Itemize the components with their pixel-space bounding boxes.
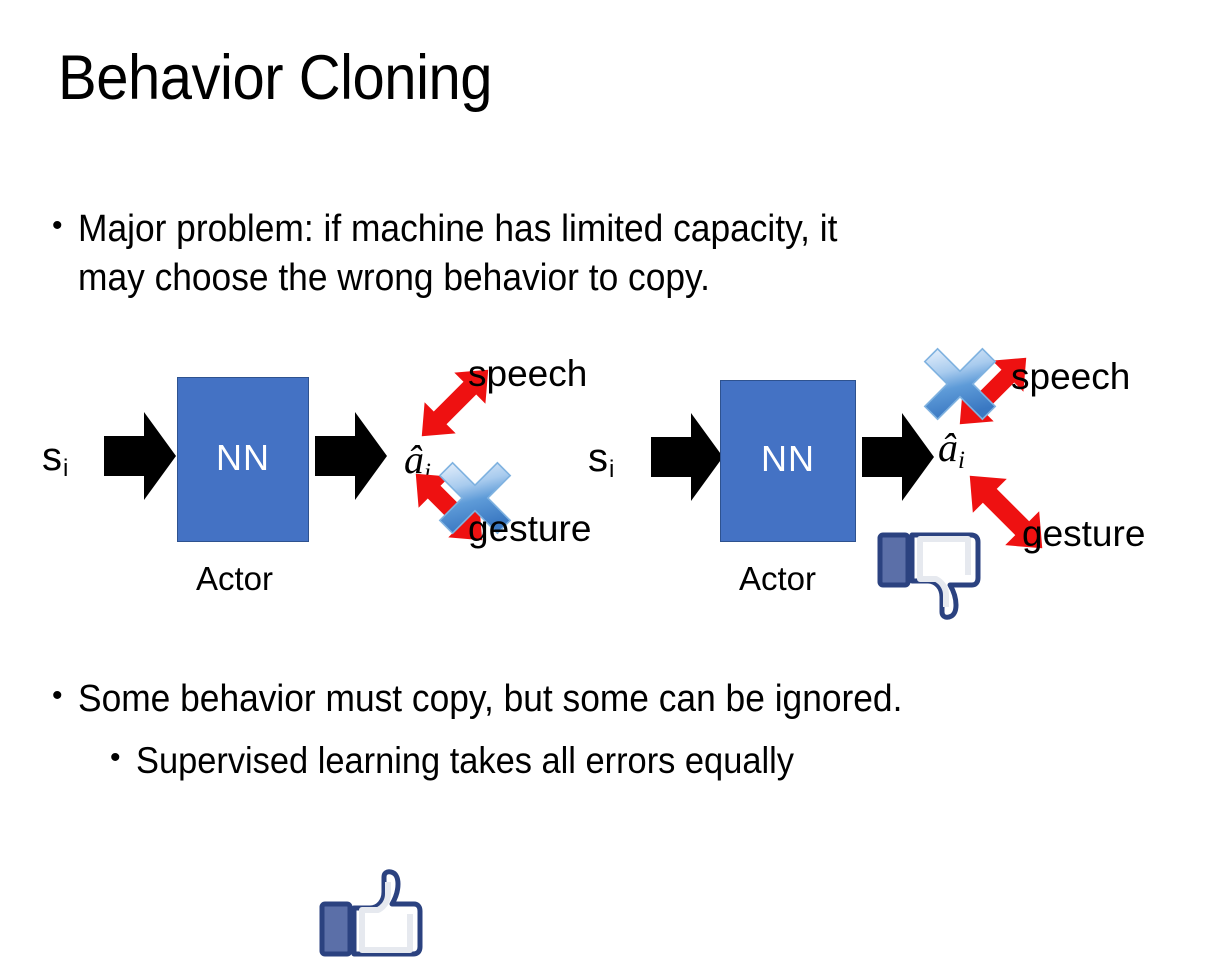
- output-label-a-hat-i-2: âi: [938, 425, 965, 474]
- branch-arrow-gesture-icon: [394, 452, 504, 562]
- input-label-s-i-2: si: [588, 438, 614, 482]
- bullet-marker-icon-2: •: [52, 679, 63, 712]
- flow-arrow-input-icon: [104, 412, 176, 500]
- cross-out-gesture-icon: [435, 458, 515, 538]
- flow-arrow-input-icon-2: [651, 413, 723, 501]
- output-label-subscript: i: [424, 459, 431, 486]
- bullet-item-some-behavior: • Some behavior must copy, but some can …: [52, 675, 1182, 724]
- diagram-left-positive-feedback: si NN Actor âi: [0, 340, 620, 957]
- page-title: Behavior Cloning: [58, 43, 493, 113]
- bullet-text-3: Supervised learning takes all errors equ…: [136, 740, 794, 781]
- flow-arrow-output-icon-2: [862, 413, 934, 501]
- thumbs-down-icon: [876, 525, 981, 621]
- output-label-a-hat-i: âi: [404, 437, 431, 486]
- nn-box-label-2: NN: [761, 438, 815, 479]
- bullet-marker-icon: •: [52, 209, 63, 242]
- bullet-item-supervised-learning: • Supervised learning takes all errors e…: [110, 737, 1200, 785]
- input-label-base-2: s: [588, 436, 608, 480]
- cross-out-speech-icon: [920, 344, 1000, 424]
- bullet-text: Major problem: if machine has limited ca…: [78, 208, 838, 300]
- bullet-text-2: Some behavior must copy, but some can be…: [78, 678, 903, 720]
- thumbs-up-icon: [318, 868, 423, 964]
- output-label-subscript-2: i: [958, 447, 965, 474]
- nn-box-right: NN: [720, 380, 856, 542]
- input-label-subscript-2: i: [609, 456, 615, 483]
- bullet-marker-icon-3: •: [110, 741, 121, 774]
- output-label-base-2: â: [938, 425, 958, 470]
- branch-arrow-gesture-icon-2: [946, 452, 1066, 572]
- output-label-base: â: [404, 437, 424, 482]
- branch-label-speech: speech: [468, 353, 588, 394]
- input-label-s-i: si: [42, 437, 68, 481]
- input-label-subscript: i: [63, 455, 69, 482]
- bullet-item-major-problem: • Major problem: if machine has limited …: [52, 205, 1162, 304]
- input-label-base: s: [42, 435, 62, 479]
- actor-caption-right: Actor: [739, 560, 817, 597]
- actor-caption-left: Actor: [196, 560, 274, 597]
- diagram-right-negative-feedback: si NN Actor âi: [566, 340, 1206, 640]
- branch-label-gesture-2: gesture: [1022, 513, 1146, 554]
- nn-box-label: NN: [216, 436, 270, 478]
- branch-label-gesture: gesture: [468, 508, 592, 549]
- branch-label-speech-2: speech: [1011, 356, 1131, 397]
- slide-canvas: Behavior Cloning • Major problem: if mac…: [0, 43, 1206, 957]
- flow-arrow-output-icon: [315, 412, 387, 500]
- branch-arrow-speech-icon: [400, 348, 510, 458]
- nn-box-left: NN: [177, 377, 309, 542]
